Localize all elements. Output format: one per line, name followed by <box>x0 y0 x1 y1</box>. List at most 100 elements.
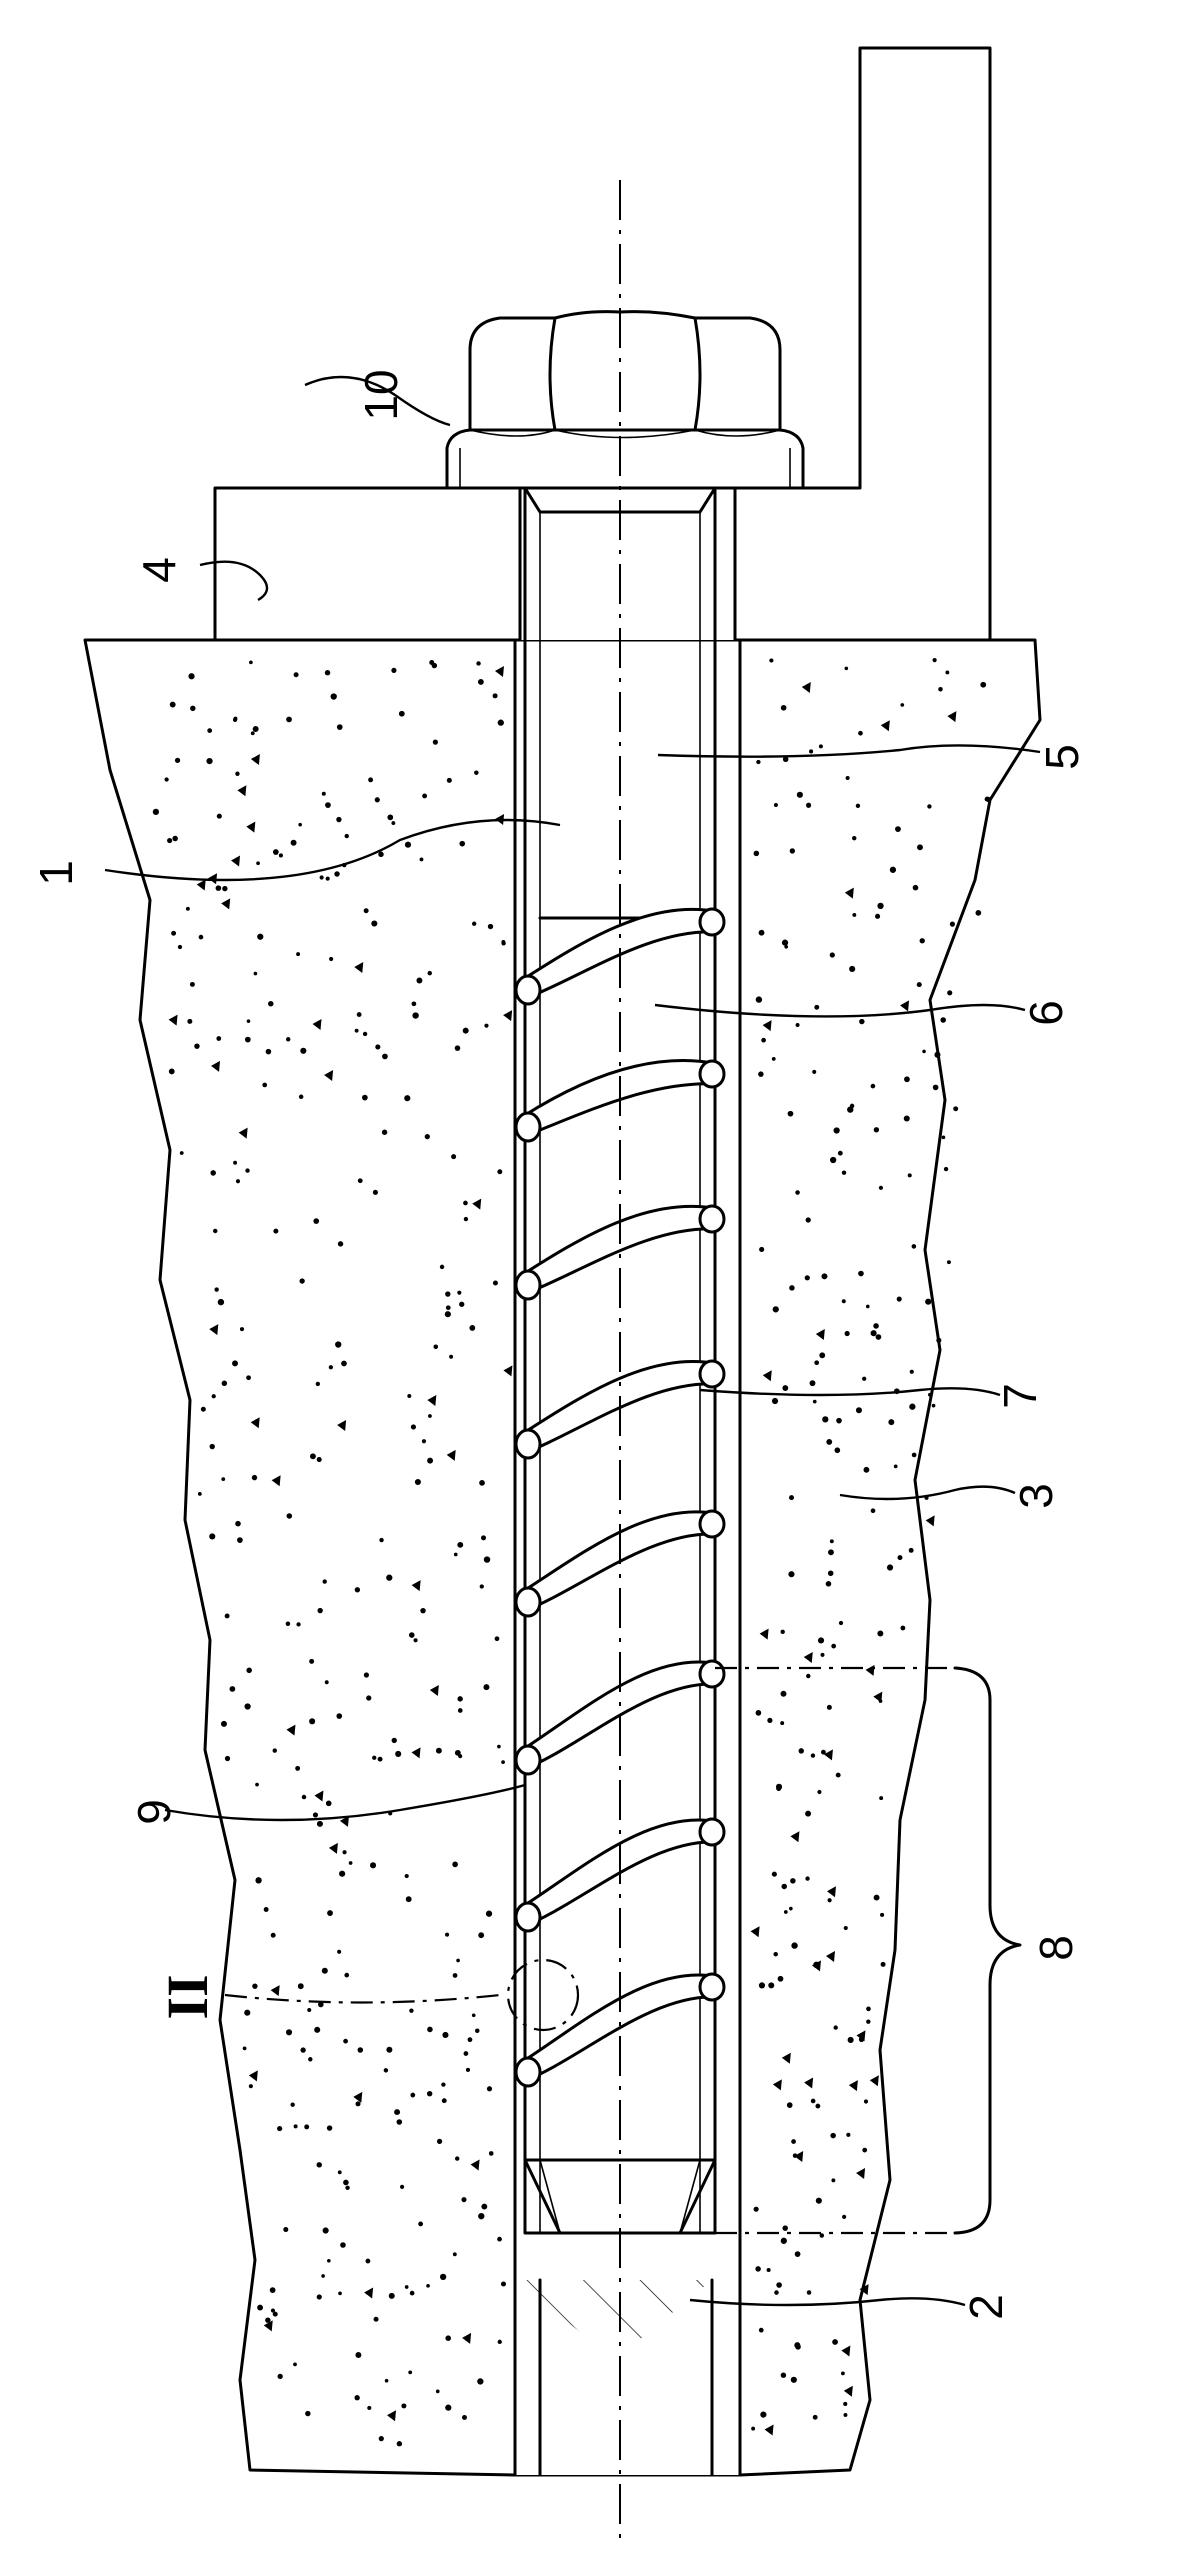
aggregate-dot <box>831 2178 836 2183</box>
label-1: 1 <box>30 860 82 886</box>
aggregate-dot <box>404 841 412 848</box>
label-3: 3 <box>1010 1483 1062 1509</box>
aggregate-dot <box>474 770 479 775</box>
aggregate-dot <box>285 1621 291 1627</box>
aggregate-dot <box>475 2028 480 2033</box>
aggregate-dot <box>342 1850 347 1855</box>
aggregate-dot <box>336 724 343 730</box>
aggregate-dot <box>873 1127 880 1133</box>
aggregate-dot <box>483 1684 490 1691</box>
aggregate-dot <box>862 2147 868 2153</box>
aggregate-dot <box>461 2197 467 2203</box>
aggregate-dot <box>336 1713 343 1719</box>
aggregate-dot <box>384 2378 389 2383</box>
aggregate-dot <box>229 1686 236 1692</box>
aggregate-dot <box>373 2316 379 2322</box>
aggregate-dot <box>980 681 987 688</box>
aggregate-dot <box>932 1084 939 1091</box>
aggregate-dot <box>820 1749 826 1755</box>
aggregate-dot <box>317 1607 323 1614</box>
aggregate-dot <box>485 1910 493 1917</box>
aggregate-dot <box>814 1360 820 1366</box>
aggregate-dot <box>940 1017 946 1023</box>
aggregate-dot <box>172 835 178 842</box>
aggregate-dot <box>293 2124 298 2129</box>
aggregate-dot <box>889 866 897 873</box>
aggregate-dot <box>424 1134 430 1140</box>
aggregate-dot <box>791 2139 796 2144</box>
aggregate-dot <box>427 2026 433 2033</box>
aggregate-dot <box>215 885 222 891</box>
aggregate-dot <box>845 775 850 781</box>
aggregate-dot <box>363 908 369 914</box>
aggregate-dot <box>290 839 297 846</box>
aggregate-dot <box>441 2082 446 2087</box>
aggregate-dot <box>337 1949 342 1954</box>
aggregate-dot <box>758 1071 764 1077</box>
aggregate-dot <box>501 1760 505 1764</box>
aggregate-dot <box>459 1301 465 1307</box>
aggregate-dot <box>834 1447 841 1454</box>
aggregate-dot <box>805 1876 810 1881</box>
aggregate-dot <box>456 1958 460 1963</box>
aggregate-dot <box>374 797 380 803</box>
aggregate-dot <box>821 1273 828 1280</box>
aggregate-dot <box>815 2103 821 2109</box>
aggregate-dot <box>934 1051 941 1058</box>
aggregate-dot <box>879 1796 884 1801</box>
aggregate-stone <box>354 961 364 973</box>
aggregate-dot <box>362 1094 368 1101</box>
aggregate-dot <box>465 2067 471 2072</box>
aggregate-dot <box>270 2308 276 2313</box>
aggregate-stone <box>843 2385 853 2397</box>
aggregate-dot <box>941 1135 946 1140</box>
aggregate-dot <box>378 2436 384 2442</box>
aggregate-dot <box>822 1416 829 1423</box>
aggregate-dot <box>217 1298 225 1306</box>
aggregate-dot <box>224 1613 230 1619</box>
aggregate-dot <box>878 1185 884 1190</box>
aggregate-stone <box>237 785 247 797</box>
aggregate-dot <box>501 939 506 944</box>
aggregate-dot <box>381 1129 388 1135</box>
aggregate-dot <box>783 1910 788 1914</box>
aggregate-dot <box>337 2170 342 2175</box>
aggregate-dot <box>189 981 195 987</box>
aggregate-stone <box>856 2167 866 2179</box>
aggregate-dot <box>343 2038 348 2044</box>
aggregate-dot <box>242 2046 247 2051</box>
aggregate-stone <box>263 2320 273 2332</box>
aggregate-dot <box>325 1800 332 1807</box>
aggregate-dot <box>875 913 881 919</box>
aggregate-dot <box>221 1477 226 1482</box>
aggregate-dot <box>444 1311 451 1318</box>
aggregate-dot <box>457 1708 463 1713</box>
aggregate-dot <box>356 1012 362 1017</box>
aggregate-dot <box>840 2371 845 2376</box>
aggregate-dot <box>329 956 334 962</box>
aggregate-dot <box>953 1106 959 1112</box>
aggregate-stone <box>472 1198 482 1210</box>
aggregate-stone <box>411 1580 421 1592</box>
aggregate-dot <box>781 939 789 946</box>
aggregate-dot <box>911 1452 917 1458</box>
aggregate-dot <box>422 793 428 799</box>
thread-root <box>514 974 542 1006</box>
label-4: 4 <box>133 557 185 583</box>
aggregate-dot <box>354 2395 360 2401</box>
aggregate-dot <box>841 1170 847 1175</box>
thread-root <box>698 1509 726 1539</box>
thread-root <box>514 1586 542 1618</box>
aggregate-dot <box>354 1587 361 1593</box>
aggregate-dot <box>492 1280 498 1286</box>
aggregate-dot <box>771 1397 779 1405</box>
aggregate-dot <box>210 1170 216 1176</box>
aggregate-dot <box>439 2273 447 2281</box>
aggregate-dot <box>445 2404 452 2411</box>
aggregate-dot <box>354 1028 359 1033</box>
aggregate-dot <box>301 1794 307 1800</box>
aggregate-dot <box>791 1942 798 1949</box>
aggregate-dot <box>790 1878 796 1884</box>
aggregate-dot <box>316 1457 322 1463</box>
aggregate-dot <box>245 1168 250 1173</box>
